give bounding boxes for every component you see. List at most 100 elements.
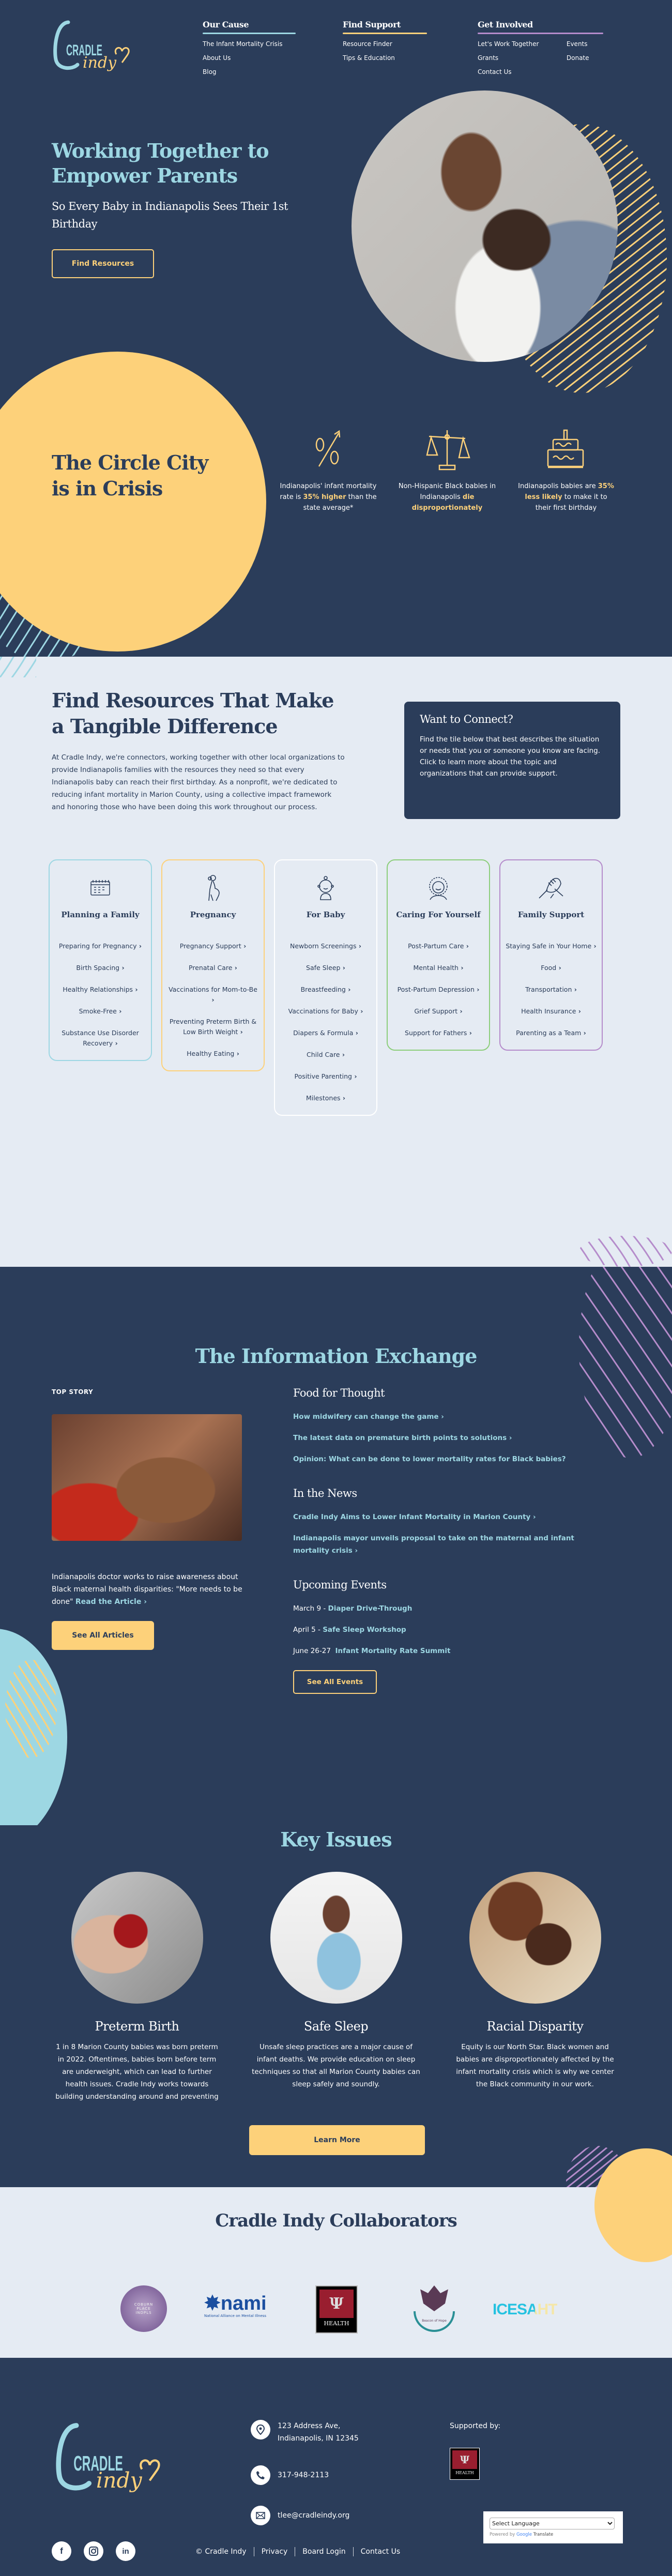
see-all-articles-button[interactable]: See All Articles xyxy=(52,1621,154,1650)
hero-photo xyxy=(352,90,618,362)
find-resources-button[interactable]: Find Resources xyxy=(52,249,154,278)
event-link[interactable]: Infant Mortality Rate Summit xyxy=(335,1647,451,1655)
hero-section: CRADLE indy Our Cause The Infant Mortali… xyxy=(0,0,672,657)
resource-link[interactable]: Mental Health xyxy=(414,964,464,972)
nav-link-tips-education[interactable]: Tips & Education xyxy=(343,54,427,62)
resource-link[interactable]: Healthy Relationships xyxy=(63,986,138,993)
resource-link[interactable]: Healthy Eating xyxy=(187,1050,239,1057)
facebook-icon[interactable]: f xyxy=(52,2541,71,2561)
beacon-of-hope-logo[interactable]: Beacon of Hope xyxy=(408,2285,460,2335)
resource-link[interactable]: Staying Safe in Your Home xyxy=(506,942,596,950)
nav-link-about-us[interactable]: About Us xyxy=(203,54,296,62)
nav-link-contact-us[interactable]: Contact Us xyxy=(478,68,553,75)
resource-link[interactable]: Pregnancy Support xyxy=(180,942,247,950)
nav-link-donate[interactable]: Donate xyxy=(567,54,603,62)
resource-link[interactable]: Post-Partum Depression xyxy=(398,986,480,993)
map-pin-icon xyxy=(251,2420,270,2439)
article-link[interactable]: The latest data on premature birth point… xyxy=(293,1432,603,1444)
coburn-place-logo[interactable]: COBURN PLACE INDPLS xyxy=(120,2285,167,2332)
stat-text: Indianapolis babies are 35% less likely … xyxy=(517,481,615,513)
cyan-hatch-decoration xyxy=(0,657,36,677)
cradle-indy-logo[interactable]: CRADLE indy xyxy=(52,18,140,75)
issue-title: Safe Sleep xyxy=(251,2019,421,2034)
info-columns: Food for Thought How midwifery can chang… xyxy=(293,1387,603,1694)
phone-link[interactable]: 317-948-2113 xyxy=(278,2465,329,2485)
event-link[interactable]: Diaper Drive-Through xyxy=(328,1604,413,1613)
resource-link[interactable]: Support for Fathers xyxy=(405,1029,472,1037)
resource-card-title: Pregnancy xyxy=(166,910,259,938)
smiling-woman-icon xyxy=(392,875,485,901)
news-link[interactable]: Cradle Indy Aims to Lower Infant Mortali… xyxy=(293,1511,603,1523)
nav-link-lets-work-together[interactable]: Let's Work Together xyxy=(478,40,553,48)
resource-link[interactable]: Prenatal Care xyxy=(189,964,237,972)
resource-link[interactable]: Birth Spacing xyxy=(76,964,124,972)
want-to-connect-box: Want to Connect? Find the tile below tha… xyxy=(404,702,620,819)
resource-list-item: Health Insurance xyxy=(505,1006,598,1017)
article-link[interactable]: Opinion: What can be done to lower morta… xyxy=(293,1453,603,1465)
resource-link[interactable]: Grief Support xyxy=(414,1007,462,1015)
email-link[interactable]: tlee@cradleindy.org xyxy=(278,2506,349,2525)
resource-card-title: Planning a Family xyxy=(54,910,147,938)
hatch-stroke xyxy=(633,1236,654,1267)
nav-link-infant-mortality-crisis[interactable]: The Infant Mortality Crisis xyxy=(203,40,296,48)
resource-link[interactable]: Smoke-Free xyxy=(79,1007,122,1015)
iu-health-logo[interactable]: Ψ HEALTH xyxy=(450,2448,480,2480)
nami-logo[interactable]: ✸nami National Alliance on Mental Illnes… xyxy=(204,2293,277,2324)
collaborators-title: Cradle Indy Collaborators xyxy=(0,2210,672,2231)
linkedin-icon[interactable]: in xyxy=(116,2541,135,2561)
article-link[interactable]: How midwifery can change the game xyxy=(293,1411,603,1423)
event-link[interactable]: Safe Sleep Workshop xyxy=(323,1626,406,1634)
nav-link-events[interactable]: Events xyxy=(567,40,603,48)
nav-link-blog[interactable]: Blog xyxy=(203,68,296,75)
nav-heading: Our Cause xyxy=(203,20,296,33)
resource-link[interactable]: Child Care xyxy=(307,1051,345,1058)
top-story-image[interactable] xyxy=(52,1414,242,1541)
issue-safe-sleep: Safe Sleep Unsafe sleep practices are a … xyxy=(251,1872,421,2090)
resource-link[interactable]: Health Insurance xyxy=(521,1007,581,1015)
contact-us-link[interactable]: Contact Us xyxy=(361,2548,400,2556)
iu-health-logo[interactable]: Ψ HEALTH xyxy=(315,2285,358,2333)
resource-link[interactable]: Newborn Screenings xyxy=(290,942,361,950)
google-translate-widget: Select Language Powered by Google Transl… xyxy=(483,2511,623,2543)
resource-link[interactable]: Vaccinations for Mom-to-Be xyxy=(169,986,257,1004)
resource-link[interactable]: Vaccinations for Baby xyxy=(288,1007,363,1015)
upcoming-events: Upcoming Events March 9 - Diaper Drive-T… xyxy=(293,1579,603,1694)
resource-link[interactable]: Milestones xyxy=(306,1094,345,1102)
learn-more-button[interactable]: Learn More xyxy=(249,2125,425,2155)
resource-link[interactable]: Safe Sleep xyxy=(306,964,345,972)
resource-link[interactable]: Breastfeeding xyxy=(301,986,351,993)
top-story-label: TOP STORY xyxy=(52,1388,93,1396)
language-select[interactable]: Select Language xyxy=(490,2518,615,2529)
privacy-link[interactable]: Privacy xyxy=(262,2548,288,2556)
resource-link[interactable]: Substance Use Disorder Recovery xyxy=(62,1029,139,1047)
news-link[interactable]: Indianapolis mayor unveils proposal to t… xyxy=(293,1532,603,1557)
upcoming-events-title: Upcoming Events xyxy=(293,1579,603,1591)
resource-list-item: Preparing for Pregnancy xyxy=(54,941,147,951)
resource-link[interactable]: Positive Parenting xyxy=(294,1072,357,1080)
instagram-icon[interactable] xyxy=(84,2541,103,2561)
resource-link[interactable]: Preparing for Pregnancy xyxy=(59,942,142,950)
board-login-link[interactable]: Board Login xyxy=(302,2548,345,2556)
calendar-icon xyxy=(54,875,147,901)
resource-link[interactable]: Parenting as a Team xyxy=(516,1029,586,1037)
hatch-stroke xyxy=(579,1236,581,1267)
resource-list-item: Milestones xyxy=(279,1093,372,1103)
resource-link[interactable]: Food xyxy=(541,964,561,972)
footer-logo[interactable]: CRADLE indy xyxy=(52,2420,176,2497)
nav-link-resource-finder[interactable]: Resource Finder xyxy=(343,40,427,48)
powered-by-google: Powered by Google Translate xyxy=(490,2532,617,2537)
read-article-link[interactable]: Read the Article › xyxy=(75,1598,147,1606)
resource-link[interactable]: Diapers & Formula xyxy=(293,1029,358,1037)
icesaht-logo[interactable]: ICESAHT xyxy=(493,2301,557,2319)
resource-link[interactable]: Post-Partum Care xyxy=(408,942,469,950)
hatch-stroke xyxy=(596,1236,617,1267)
nav-link-grants[interactable]: Grants xyxy=(478,54,553,62)
resource-link[interactable]: Transportation xyxy=(525,986,577,993)
resource-link[interactable]: Preventing Preterm Birth & Low Birth Wei… xyxy=(170,1018,256,1036)
yellow-hatch-decoration xyxy=(5,1660,57,1758)
see-all-events-button[interactable]: See All Events xyxy=(293,1670,377,1694)
